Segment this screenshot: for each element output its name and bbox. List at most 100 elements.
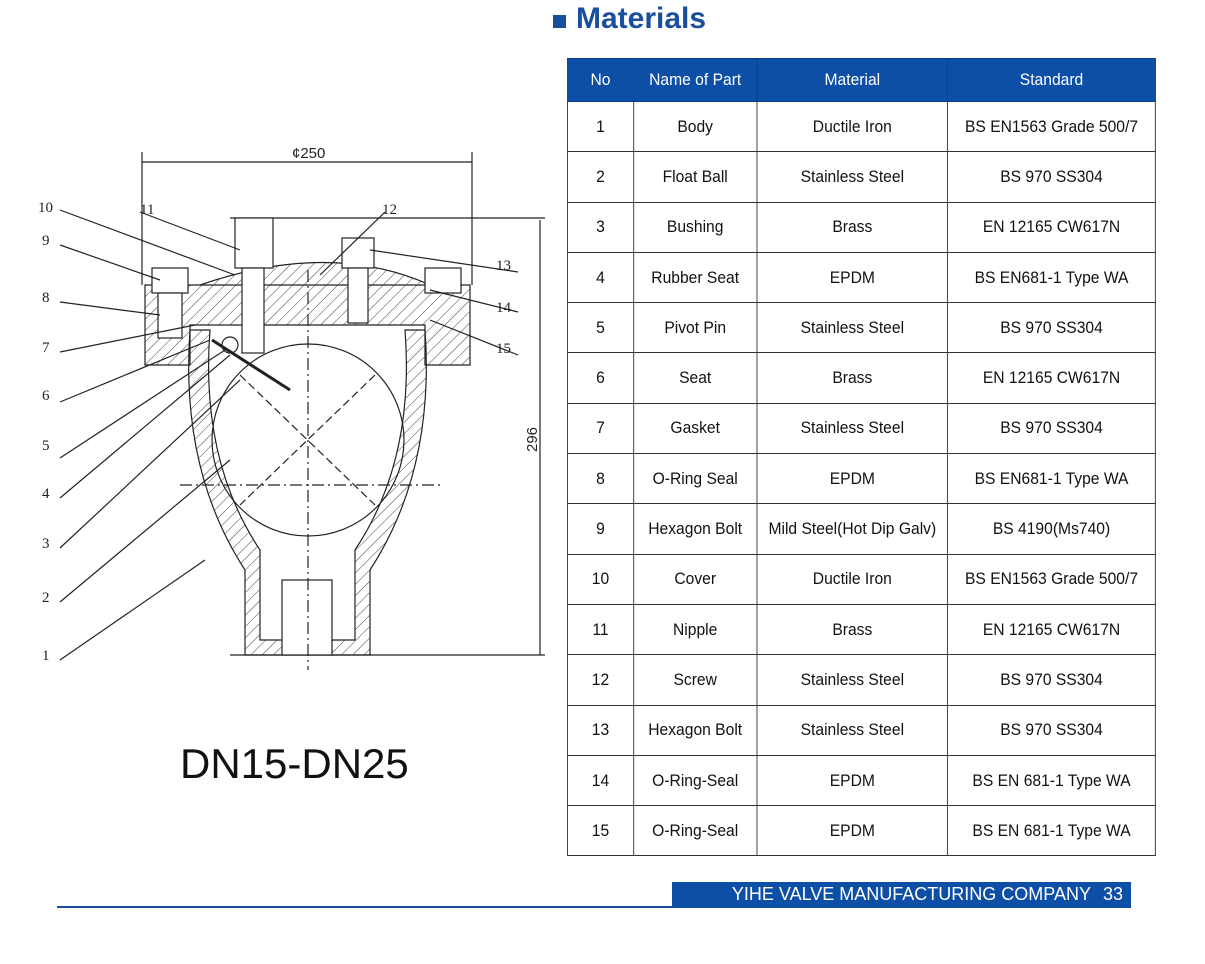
callout-14: 14	[496, 300, 512, 316]
cell-standard: BS 970 SS304	[947, 402, 1156, 455]
company-name: YIHE VALVE MANUFACTURING COMPANY	[731, 884, 1091, 904]
cell-standard: BS EN681-1 Type WA	[947, 453, 1156, 505]
callout-11: 11	[140, 202, 154, 218]
callout-8: 8	[42, 290, 50, 306]
cell-part-name: Cover	[632, 553, 758, 605]
cell-standard: BS 4190(Ms740)	[947, 503, 1156, 555]
table-header-row: No Name of Part Material Standard	[567, 58, 1156, 102]
callout-13: 13	[496, 258, 511, 274]
cell-standard: BS 970 SS304	[947, 302, 1156, 354]
cell-standard: EN 12165 CW617N	[947, 352, 1156, 404]
callout-6: 6	[42, 388, 50, 404]
callout-12: 12	[382, 202, 397, 218]
width-dimension-label: ¢250	[292, 145, 325, 162]
cell-no: 12	[567, 654, 634, 706]
cell-no: 8	[567, 453, 634, 505]
footer-line	[57, 906, 1131, 908]
cell-part-name: Pivot Pin	[632, 302, 758, 354]
cell-material: EPDM	[756, 805, 949, 857]
callout-3: 3	[42, 536, 50, 552]
cell-no: 3	[567, 201, 634, 253]
header-name: Name of Part	[632, 58, 758, 102]
cell-no: 9	[567, 503, 634, 555]
cell-part-name: Float Ball	[632, 151, 758, 203]
cell-no: 14	[567, 754, 634, 807]
cell-material: Stainless Steel	[756, 402, 949, 455]
callout-4: 4	[42, 486, 50, 502]
cell-material: Stainless Steel	[756, 704, 949, 756]
cell-part-name: Hexagon Bolt	[632, 704, 758, 756]
cell-material: Brass	[756, 603, 949, 656]
cell-no: 5	[567, 302, 634, 354]
cell-part-name: O-Ring Seal	[632, 453, 758, 505]
cell-no: 4	[567, 251, 634, 304]
cell-material: EPDM	[756, 251, 949, 304]
cell-material: Brass	[756, 201, 949, 253]
cell-no: 15	[567, 805, 634, 857]
section-title-text: Materials	[576, 2, 707, 35]
valve-cross-section-drawing: ¢250 296 1 2 3 4 5 6 7 8 9 10 11 12 13 1…	[38, 145, 545, 670]
cell-material: Stainless Steel	[756, 654, 949, 706]
cell-no: 11	[567, 603, 634, 656]
cell-no: 6	[567, 352, 634, 404]
cell-standard: BS 970 SS304	[947, 151, 1156, 203]
cell-material: Mild Steel(Hot Dip Galv)	[756, 503, 949, 555]
header-no: No	[567, 58, 634, 102]
model-size-label: DN15-DN25	[180, 740, 409, 787]
cell-part-name: O-Ring-Seal	[632, 754, 758, 807]
cell-part-name: Seat	[632, 352, 758, 404]
cell-no: 1	[567, 100, 634, 153]
cell-no: 10	[567, 553, 634, 605]
cell-no: 13	[567, 704, 634, 756]
cell-standard: BS EN681-1 Type WA	[947, 251, 1156, 304]
callout-10: 10	[38, 200, 53, 216]
callout-15: 15	[496, 341, 511, 357]
cell-part-name: Bushing	[632, 201, 758, 253]
cell-material: Brass	[756, 352, 949, 404]
callout-1: 1	[42, 648, 50, 664]
cell-material: EPDM	[756, 754, 949, 807]
cell-part-name: Nipple	[632, 603, 758, 656]
cell-standard: BS EN 681-1 Type WA	[947, 805, 1156, 857]
callout-5: 5	[42, 438, 50, 454]
cell-standard: BS EN1563 Grade 500/7	[947, 100, 1156, 153]
cell-material: EPDM	[756, 453, 949, 505]
cell-part-name: Hexagon Bolt	[632, 503, 758, 555]
cell-standard: BS EN 681-1 Type WA	[947, 754, 1156, 807]
cell-standard: EN 12165 CW617N	[947, 201, 1156, 253]
cell-material: Stainless Steel	[756, 151, 949, 203]
callout-9: 9	[42, 233, 50, 249]
callout-2: 2	[42, 590, 50, 606]
header-material: Material	[756, 58, 949, 102]
cell-material: Ductile Iron	[756, 100, 949, 153]
cell-no: 7	[567, 402, 634, 455]
header-standard: Standard	[947, 58, 1156, 102]
cell-standard: BS 970 SS304	[947, 704, 1156, 756]
page-number: 33	[1102, 884, 1123, 904]
footer-bar: YIHE VALVE MANUFACTURING COMPANY 33	[672, 882, 1131, 907]
cell-standard: BS EN1563 Grade 500/7	[947, 553, 1156, 605]
cell-part-name: Rubber Seat	[632, 251, 758, 304]
section-title: Materials	[553, 2, 706, 36]
cell-standard: EN 12165 CW617N	[947, 603, 1156, 656]
callout-7: 7	[42, 340, 50, 356]
cell-part-name: Body	[632, 100, 758, 153]
cell-material: Ductile Iron	[756, 553, 949, 605]
cell-part-name: O-Ring-Seal	[632, 805, 758, 857]
